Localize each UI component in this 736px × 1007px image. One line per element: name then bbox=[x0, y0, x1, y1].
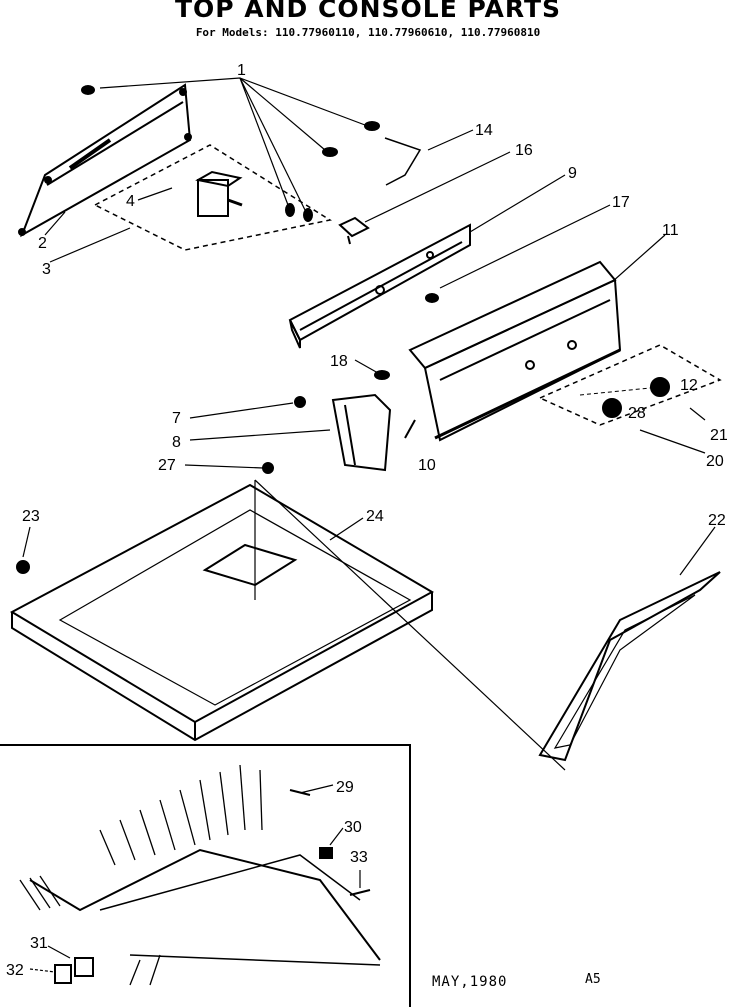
wire-bracket bbox=[384, 137, 422, 186]
callout-23: 23 bbox=[22, 508, 40, 525]
callout-1: 1 bbox=[237, 62, 246, 79]
callout-12: 12 bbox=[680, 377, 698, 394]
switch bbox=[338, 216, 370, 245]
bolt-17 bbox=[425, 293, 439, 303]
callout-22: 22 bbox=[708, 512, 726, 529]
callout-27: 27 bbox=[158, 457, 176, 474]
callout-18: 18 bbox=[330, 353, 348, 370]
callout-30: 30 bbox=[344, 819, 362, 836]
diagram-title: TOP AND CONSOLE PARTS bbox=[174, 0, 562, 23]
callout-31: 31 bbox=[30, 935, 48, 952]
dryer-door bbox=[538, 571, 721, 762]
revision-date: MAY,1980 bbox=[432, 974, 508, 990]
callout-32: 32 bbox=[6, 962, 24, 979]
console-panel bbox=[408, 260, 622, 442]
callout-labels: 1 14 16 9 17 11 2 3 4 18 12 7 8 28 21 20… bbox=[6, 62, 728, 979]
callout-20: 20 bbox=[706, 453, 724, 470]
callout-16: 16 bbox=[515, 142, 533, 159]
insulation-sheet bbox=[93, 144, 332, 251]
leader-lines bbox=[22, 77, 716, 973]
model-numbers: For Models: 110.77960110, 110.77960610, … bbox=[195, 26, 541, 39]
callout-29: 29 bbox=[336, 779, 354, 796]
callout-14: 14 bbox=[475, 122, 493, 139]
callout-28: 28 bbox=[628, 405, 646, 422]
callout-33: 33 bbox=[350, 849, 368, 866]
screws bbox=[81, 85, 380, 222]
callout-4: 4 bbox=[126, 193, 135, 210]
callout-8: 8 bbox=[172, 434, 181, 451]
screw-27 bbox=[262, 462, 274, 474]
callout-21: 21 bbox=[710, 427, 728, 444]
rear-panel bbox=[18, 83, 192, 238]
wiring-inset bbox=[0, 744, 411, 1007]
callout-11: 11 bbox=[662, 222, 679, 239]
harness-guide bbox=[294, 370, 416, 472]
callout-7: 7 bbox=[172, 410, 181, 427]
callout-10: 10 bbox=[418, 457, 436, 474]
callout-17: 17 bbox=[612, 194, 630, 211]
callout-3: 3 bbox=[42, 261, 51, 278]
callout-2: 2 bbox=[38, 235, 47, 252]
knob-assembly bbox=[538, 344, 722, 426]
dryer-top bbox=[9, 483, 435, 742]
revision-code: A5 bbox=[585, 972, 601, 987]
timer-motor bbox=[195, 170, 243, 217]
callout-24: 24 bbox=[366, 508, 384, 525]
control-bracket bbox=[288, 223, 471, 349]
assembly-line bbox=[254, 479, 566, 771]
callout-9: 9 bbox=[568, 165, 577, 182]
